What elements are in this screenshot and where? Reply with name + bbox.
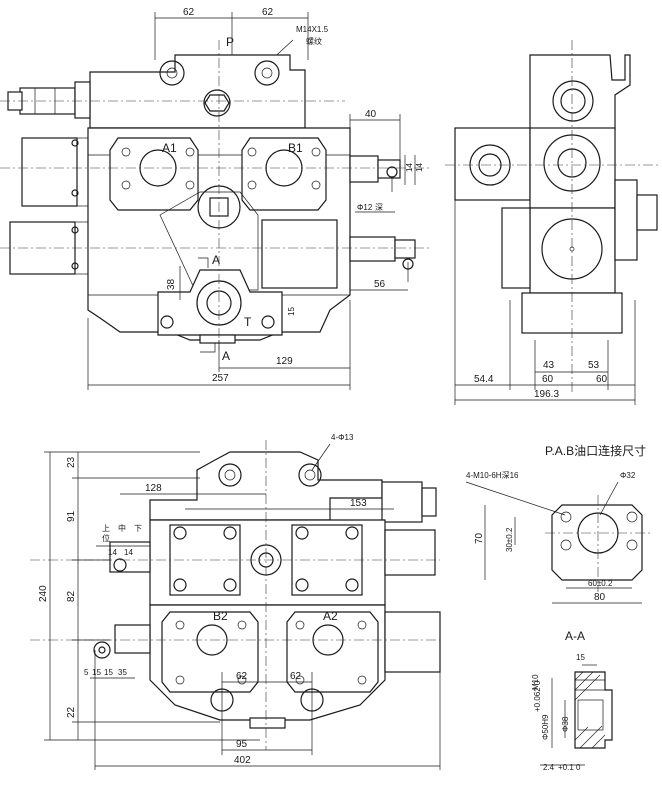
label-mid: 中 [118, 523, 126, 533]
section-d24-note: +0.1 0 [558, 763, 581, 772]
flange-bore: Φ32 [620, 471, 636, 480]
dim-38: 38 [166, 278, 177, 290]
label-down: 下 [134, 524, 142, 533]
dim-40: 40 [365, 109, 377, 120]
dim-23: 23 [66, 456, 77, 468]
section-d24: 2.4 [543, 763, 555, 772]
dim-15: 15 [287, 307, 296, 316]
dim-62a: 62 [236, 671, 248, 682]
port-b1-label: B1 [288, 141, 303, 155]
dim-phi12-note: 深 [375, 203, 383, 212]
dim-62b: 62 [290, 671, 302, 682]
section-d15: 15 [576, 653, 585, 662]
dim-56: 56 [374, 279, 386, 290]
dim-43: 43 [543, 360, 555, 371]
dim-62-left: 62 [183, 7, 195, 18]
dim-5: 5 [84, 668, 89, 677]
dim-153: 153 [350, 498, 367, 509]
dim-60b: 60 [596, 374, 608, 385]
section-d50: Φ50H9 [541, 714, 550, 740]
port-a2-label: A2 [323, 609, 338, 623]
bottom-view: 4-Φ13 B2 A2 [30, 433, 441, 770]
section-tol: +0.062 0 [533, 680, 542, 712]
section-title: A-A [565, 629, 585, 643]
port-b2-label: B2 [213, 609, 228, 623]
section-a-marker-2: A [222, 349, 230, 363]
top-view: 62 62 M14X1.5 螺纹 P [0, 7, 430, 390]
port-a1-label: A1 [162, 141, 177, 155]
flange-detail-title: P.A.B油口连接尺寸 [545, 443, 646, 458]
dim-402: 402 [234, 755, 251, 766]
dim-95: 95 [236, 739, 248, 750]
side-view: 43 53 54.4 60 60 196.3 [445, 40, 660, 405]
dim-4-phi13: 4-Φ13 [331, 433, 354, 442]
dim-14a: 14 [108, 548, 117, 557]
dim-35: 35 [118, 668, 127, 677]
flange-d80: 80 [594, 592, 606, 603]
thread-note-2: 螺纹 [306, 36, 322, 46]
flange-d60: 60±0.2 [588, 579, 613, 588]
port-t-label: T [244, 315, 252, 329]
dim-22: 22 [66, 706, 77, 718]
flange-d30: 30±0.2 [505, 527, 514, 552]
dim-15a: 15 [92, 668, 101, 677]
dim-60a: 60 [542, 374, 554, 385]
flange-detail: P.A.B油口连接尺寸 4-M10-6H深16 Φ32 70 30±0.2 60… [465, 443, 650, 604]
section-a-marker: A [212, 253, 220, 267]
section-detail: A-A 15 M10 Φ50H9 +0.062 0 Φ38 2.4 +0.1 0 [531, 629, 613, 772]
dim-128: 128 [145, 483, 162, 494]
dim-82: 82 [66, 590, 77, 602]
dim-14b: 14 [124, 548, 133, 557]
flange-d70: 70 [474, 532, 485, 544]
dim-14: 14 [405, 163, 414, 172]
dim-62-right: 62 [262, 7, 274, 18]
flange-thread: 4-M10-6H深16 [466, 471, 519, 480]
dim-phi12: Φ12 [357, 203, 373, 212]
label-side: 位 [102, 533, 110, 543]
dim-54-4: 54.4 [474, 374, 494, 385]
port-p-label: P [226, 35, 234, 49]
section-d38: Φ38 [561, 716, 570, 732]
dim-129: 129 [276, 356, 293, 367]
dim-53: 53 [588, 360, 600, 371]
dim-14b: 14 [415, 163, 424, 172]
thread-note: M14X1.5 [296, 25, 329, 34]
dim-196-3: 196.3 [534, 389, 559, 400]
dim-257: 257 [212, 373, 229, 384]
label-up: 上 [102, 524, 110, 533]
section-m10: M10 [531, 674, 540, 690]
dim-15b: 15 [104, 668, 113, 677]
dim-91: 91 [66, 510, 77, 522]
dim-240: 240 [38, 585, 49, 602]
